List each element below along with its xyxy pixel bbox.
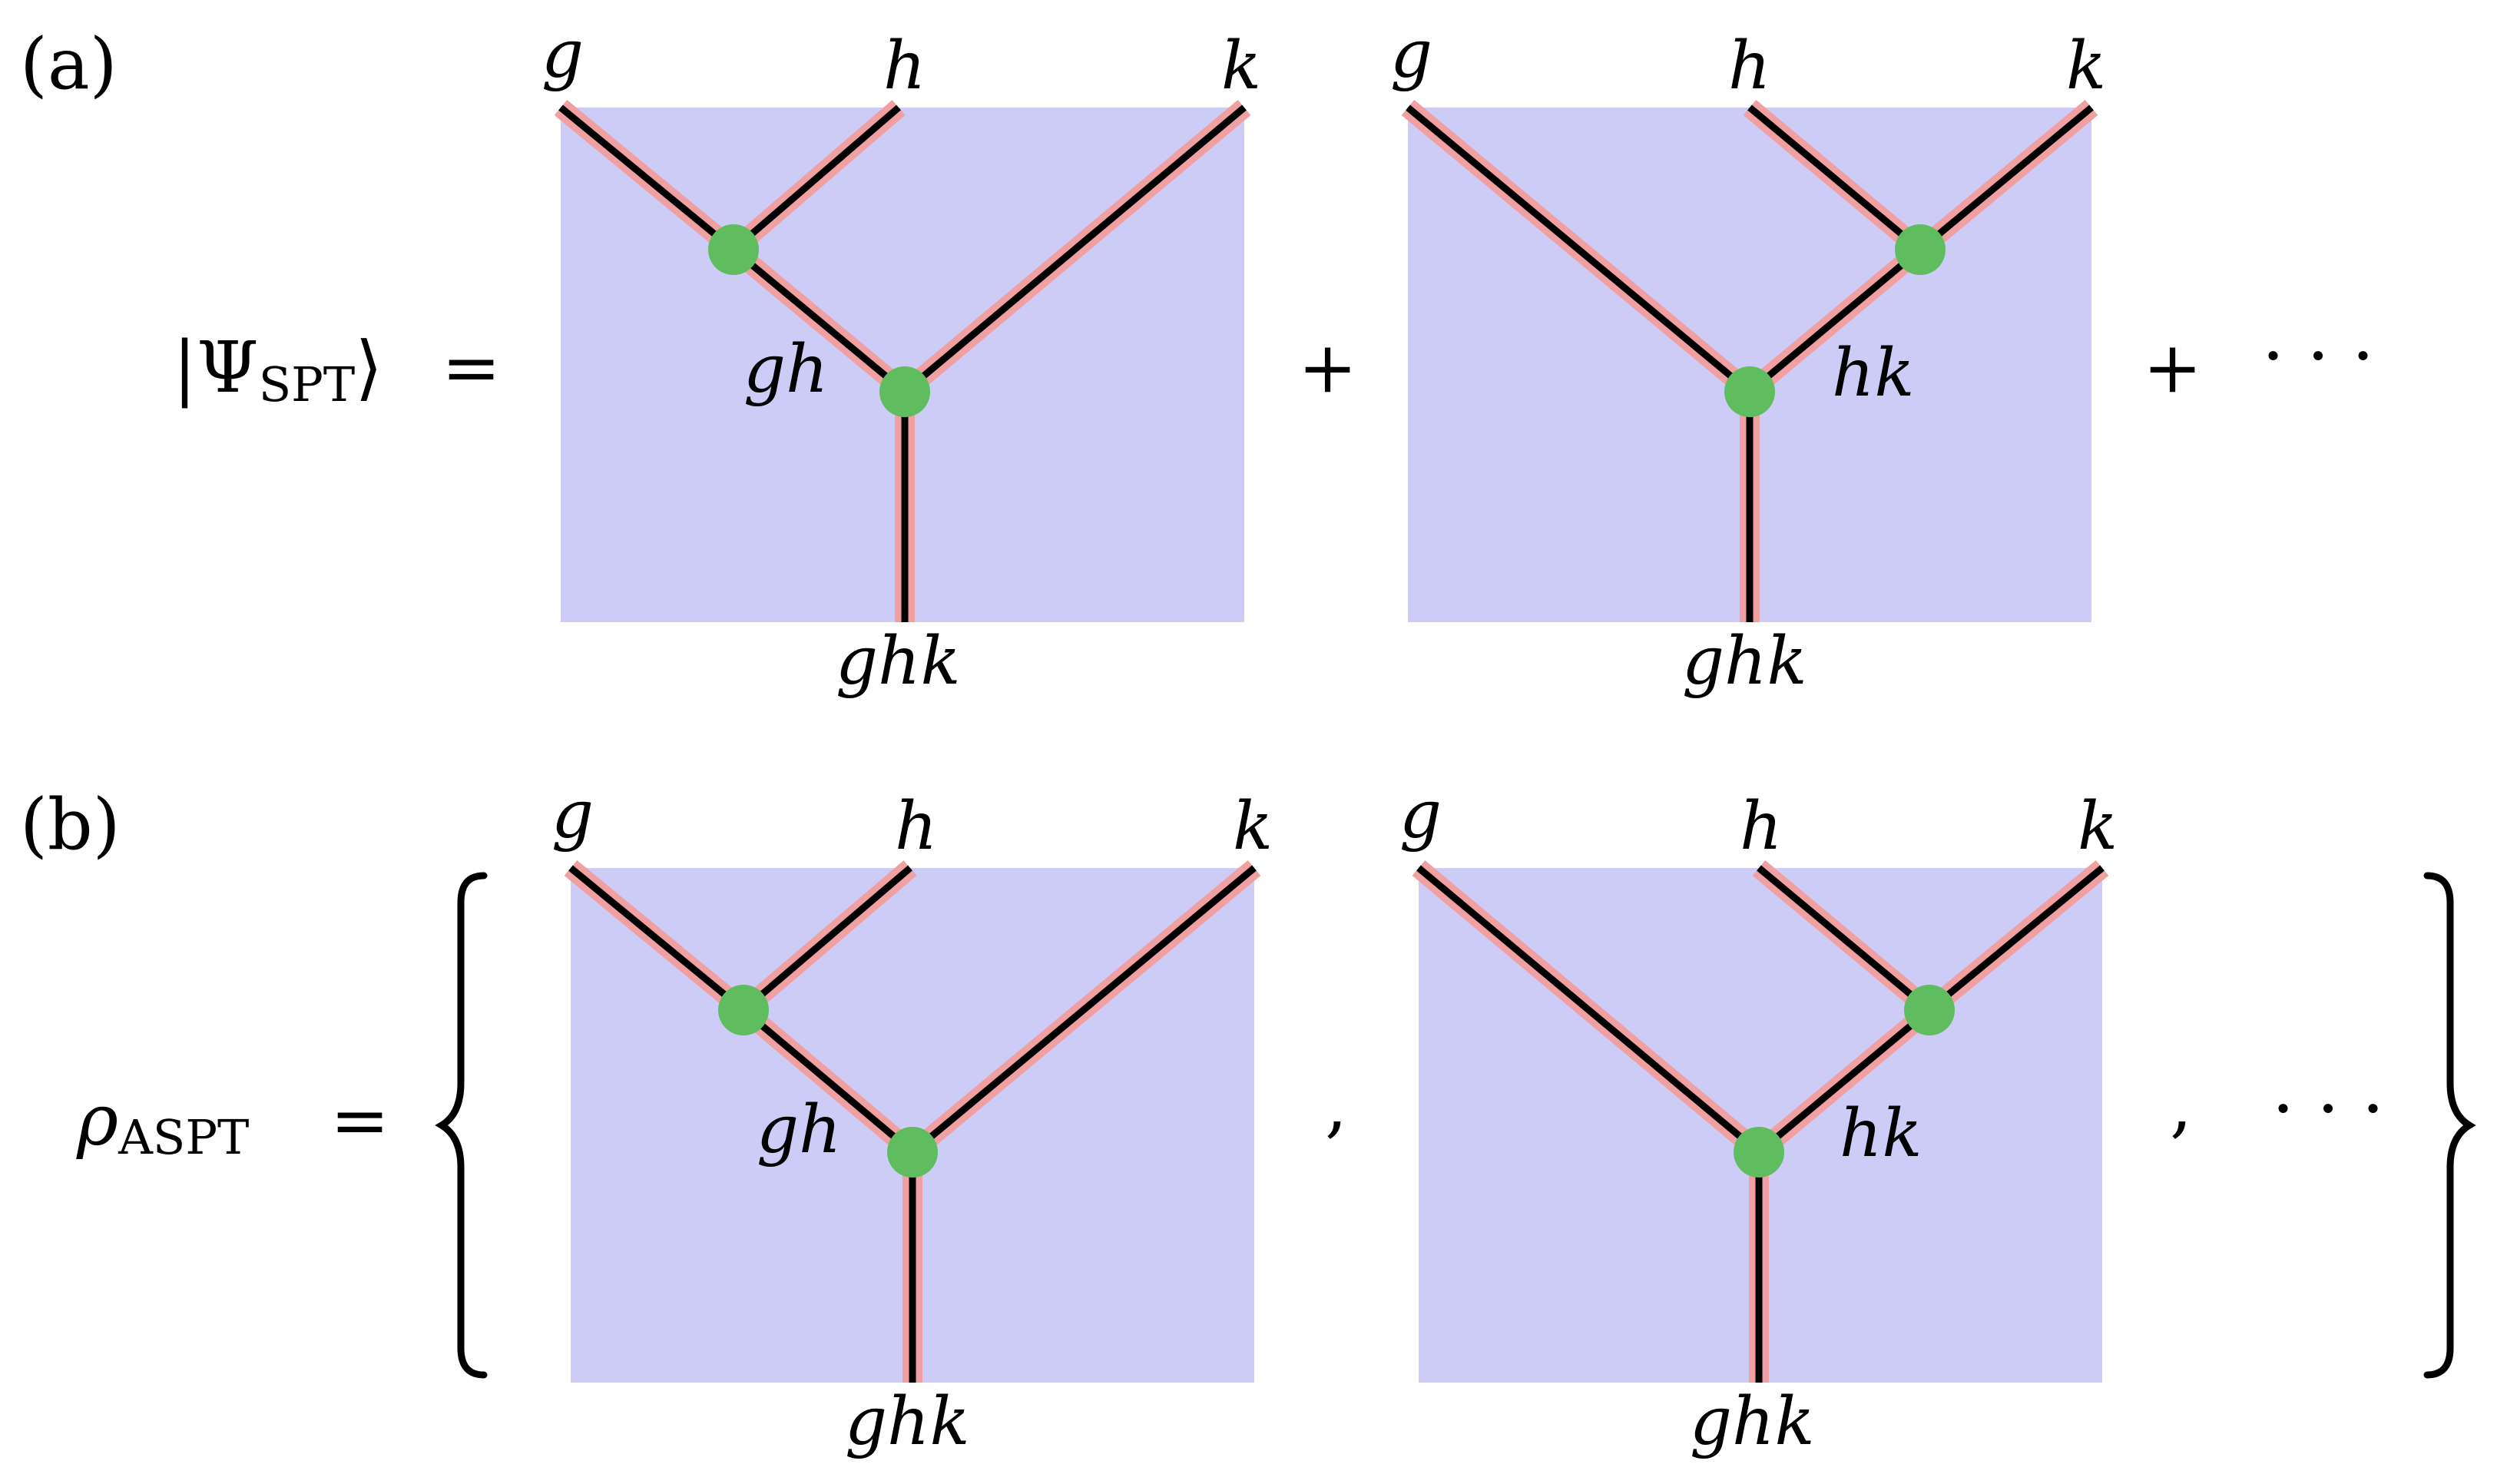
panel-a-ellipsis: · · · [2262,315,2374,397]
label-inner: hk [1832,335,1915,412]
fusion-node [1734,1127,1784,1178]
panel-a-label: (a) [20,23,118,105]
fusion-node [1895,224,1946,275]
label-g: g [1390,16,1432,93]
fusion-node [887,1127,938,1178]
panel-b-lhs: ρASPT [76,1079,249,1165]
panel-a-trailing-separator: + [2143,326,2202,409]
label-bottom: ghk [845,1383,970,1460]
fusion-node [1724,366,1775,417]
label-bottom: ghk [836,623,961,700]
label-g: g [551,777,594,853]
diagram-b1: g h k gh ghk [551,777,1273,1460]
panel-b-ellipsis: · · · [2272,1068,2384,1150]
label-inner: hk [1840,1095,1922,1172]
panel-b-lhs-subscript: ASPT [118,1109,249,1165]
diagram-a2: g h k hk ghk [1390,16,2106,700]
label-k: k [1221,28,1261,104]
panel-b-label: (b) [20,783,121,866]
label-h: h [883,28,926,104]
label-g: g [541,16,584,93]
label-bottom: ghk [1690,1383,1815,1460]
world-line [910,865,1257,1155]
world-line [568,865,916,1383]
label-k: k [2078,788,2118,865]
panel-b-lhs-symbol: ρ [76,1079,118,1161]
world-line [731,104,901,253]
panel-b-separator: , [1325,1064,1347,1146]
label-inner: gh [757,1091,841,1168]
panel-b: (b) ρASPT = g h k gh ghk , [20,777,2476,1460]
fusion-node [718,985,769,1035]
label-k: k [1233,788,1273,865]
panel-a-lhs: |ΨSPT⟩ [173,326,383,412]
world-line [558,104,909,622]
panel-a-lhs-subscript: SPT [259,356,356,412]
diagram-b2: g h k hk ghk [1399,777,2118,1460]
label-g: g [1399,777,1442,853]
world-line [902,104,1247,395]
world-line [741,865,912,1013]
world-line [1747,104,1922,253]
panel-a-lhs-close: ⟩ [355,326,383,409]
fusion-node [1904,985,1955,1035]
panel-a-separator: + [1298,326,1357,409]
right-brace [2423,872,2476,1379]
label-bottom: ghk [1682,623,1807,700]
left-brace [435,872,488,1379]
label-h: h [1740,788,1782,865]
fusion-node [879,366,930,417]
world-line [1757,865,1932,1013]
label-k: k [2066,28,2106,104]
panel-b-equals: = [330,1079,389,1161]
fusion-node [708,224,759,275]
label-h: h [895,788,937,865]
label-inner: gh [743,331,828,408]
label-h: h [1728,28,1770,104]
panel-b-trailing-separator: , [2170,1064,2192,1146]
panel-a-equals: = [442,326,501,409]
panel-a: (a) |ΨSPT⟩ = g h k gh ghk + [20,16,2374,700]
diagram-a1: g h k gh ghk [541,16,1261,700]
panel-a-lhs-symbol: |Ψ [173,326,259,409]
